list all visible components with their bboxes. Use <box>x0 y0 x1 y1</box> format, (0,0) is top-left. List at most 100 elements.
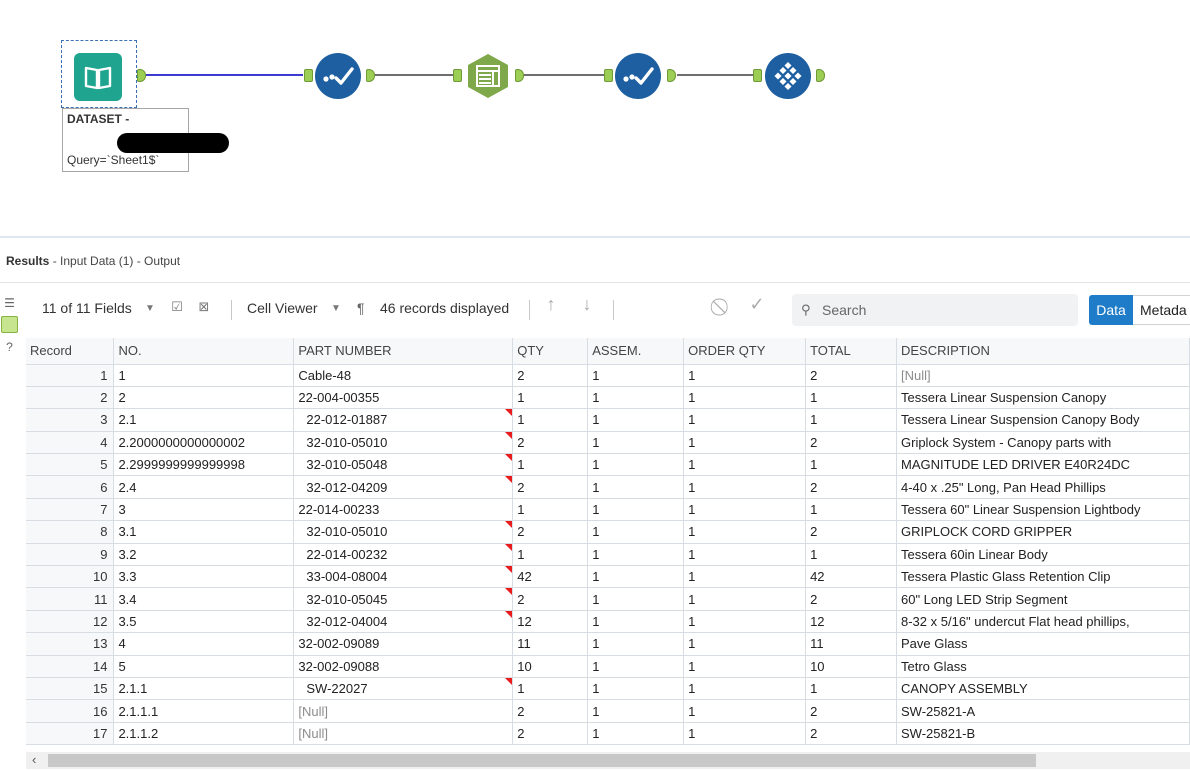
cell-no[interactable]: 2 <box>114 386 294 408</box>
cell-part-number[interactable]: SW-22027 <box>294 677 513 699</box>
input-data-tool[interactable] <box>74 53 122 101</box>
search-input[interactable] <box>822 301 1062 319</box>
cell-qty[interactable]: 2 <box>513 476 588 498</box>
cell-qty[interactable]: 2 <box>513 364 588 386</box>
cell-assem[interactable]: 1 <box>588 364 684 386</box>
cell-order-qty[interactable]: 1 <box>684 700 806 722</box>
cell-assem[interactable]: 1 <box>588 476 684 498</box>
cell-no[interactable]: 3.5 <box>114 610 294 632</box>
cell-part-number[interactable]: 22-014-00232 <box>294 543 513 565</box>
data-cleansing-tool-2[interactable] <box>615 53 661 99</box>
cell-assem[interactable]: 1 <box>588 498 684 520</box>
cell-no[interactable]: 3 <box>114 498 294 520</box>
cell-order-qty[interactable]: 1 <box>684 677 806 699</box>
connection-2[interactable] <box>375 74 455 76</box>
cell-order-qty[interactable]: 1 <box>684 364 806 386</box>
table-row[interactable]: 13432-002-09089111111Pave Glass <box>26 633 1190 655</box>
cell-description[interactable]: Tetro Glass <box>897 655 1190 677</box>
col-header-description[interactable]: DESCRIPTION <box>897 338 1190 364</box>
cell-assem[interactable]: 1 <box>588 543 684 565</box>
cell-record[interactable]: 4 <box>26 431 114 453</box>
cell-no[interactable]: 3.4 <box>114 588 294 610</box>
cell-description[interactable]: Griplock System - Canopy parts with <box>897 431 1190 453</box>
chevron-down-icon[interactable]: ▼ <box>142 300 158 316</box>
table-row[interactable]: 123.532-012-040041211128-32 x 5/16" unde… <box>26 610 1190 632</box>
search-box[interactable]: ⚲ <box>792 294 1078 326</box>
cell-no[interactable]: 1 <box>114 364 294 386</box>
cell-total[interactable]: 2 <box>806 722 897 744</box>
cell-qty[interactable]: 42 <box>513 566 588 588</box>
cell-description[interactable]: MAGNITUDE LED DRIVER E40R24DC <box>897 454 1190 476</box>
cell-record[interactable]: 6 <box>26 476 114 498</box>
cell-record[interactable]: 14 <box>26 655 114 677</box>
cell-record[interactable]: 3 <box>26 409 114 431</box>
cell-description[interactable]: [Null] <box>897 364 1190 386</box>
col-header-qty[interactable]: QTY <box>513 338 588 364</box>
cell-qty[interactable]: 1 <box>513 498 588 520</box>
cell-record[interactable]: 11 <box>26 588 114 610</box>
cell-no[interactable]: 3.2 <box>114 543 294 565</box>
cell-description[interactable]: 4-40 x .25" Long, Pan Head Phillips <box>897 476 1190 498</box>
cell-order-qty[interactable]: 1 <box>684 498 806 520</box>
select-output-anchor[interactable] <box>515 69 524 82</box>
connection-1[interactable] <box>146 74 303 76</box>
cell-assem[interactable]: 1 <box>588 566 684 588</box>
input-output-anchor[interactable] <box>137 69 146 82</box>
help-icon[interactable]: ? <box>1 338 18 355</box>
cancel-icon[interactable]: ⃠ <box>715 299 731 315</box>
table-row[interactable]: 62.432-012-0420921124-40 x .25" Long, Pa… <box>26 476 1190 498</box>
horizontal-scrollbar[interactable]: ‹ <box>26 752 1190 769</box>
cell-record[interactable]: 10 <box>26 566 114 588</box>
select-input-anchor[interactable] <box>453 69 462 82</box>
chevron-down-icon[interactable]: ▼ <box>328 300 344 316</box>
cell-part-number[interactable]: 32-012-04209 <box>294 476 513 498</box>
col-header-total[interactable]: TOTAL <box>806 338 897 364</box>
cell-order-qty[interactable]: 1 <box>684 610 806 632</box>
select-tool[interactable] <box>465 53 511 99</box>
connection-3[interactable] <box>524 74 604 76</box>
cell-assem[interactable]: 1 <box>588 409 684 431</box>
table-row[interactable]: 103.333-004-08004421142Tessera Plastic G… <box>26 566 1190 588</box>
cell-assem[interactable]: 1 <box>588 722 684 744</box>
cell-qty[interactable]: 2 <box>513 700 588 722</box>
table-row[interactable]: 162.1.1.1[Null]2112SW-25821-A <box>26 700 1190 722</box>
table-row[interactable]: 2222-004-003551111Tessera Linear Suspens… <box>26 386 1190 408</box>
cell-order-qty[interactable]: 1 <box>684 476 806 498</box>
cell-qty[interactable]: 10 <box>513 655 588 677</box>
cell-total[interactable]: 2 <box>806 476 897 498</box>
cell-record[interactable]: 17 <box>26 722 114 744</box>
cell-order-qty[interactable]: 1 <box>684 722 806 744</box>
fields-dropdown[interactable]: 11 of 11 Fields <box>42 300 132 316</box>
cell-order-qty[interactable]: 1 <box>684 386 806 408</box>
cell-no[interactable]: 2.2000000000000002 <box>114 431 294 453</box>
metadata-tab-button[interactable]: Metada <box>1133 295 1190 325</box>
cell-total[interactable]: 11 <box>806 633 897 655</box>
output-input-anchor[interactable] <box>753 69 762 82</box>
col-header-assem[interactable]: ASSEM. <box>588 338 684 364</box>
cell-part-number[interactable]: 32-010-05048 <box>294 454 513 476</box>
cell-description[interactable]: Pave Glass <box>897 633 1190 655</box>
cell-qty[interactable]: 1 <box>513 543 588 565</box>
cell-no[interactable]: 4 <box>114 633 294 655</box>
cell-total[interactable]: 2 <box>806 431 897 453</box>
results-grid[interactable]: Record NO. PART NUMBER QTY ASSEM. ORDER … <box>26 338 1190 750</box>
col-header-order-qty[interactable]: ORDER QTY <box>684 338 806 364</box>
data-cleansing-tool-1[interactable] <box>315 53 361 99</box>
cell-part-number[interactable]: 32-002-09089 <box>294 633 513 655</box>
cell-assem[interactable]: 1 <box>588 655 684 677</box>
cell-description[interactable]: Tessera Plastic Glass Retention Clip <box>897 566 1190 588</box>
cell-part-number[interactable]: 32-010-05010 <box>294 521 513 543</box>
workflow-canvas[interactable]: DATASET - Query=`Sheet1$` <box>0 0 1190 236</box>
cell-order-qty[interactable]: 1 <box>684 431 806 453</box>
cleanse1-output-anchor[interactable] <box>366 69 375 82</box>
cell-order-qty[interactable]: 1 <box>684 521 806 543</box>
cell-record[interactable]: 16 <box>26 700 114 722</box>
table-row[interactable]: 152.1.1SW-220271111CANOPY ASSEMBLY <box>26 677 1190 699</box>
cell-record[interactable]: 5 <box>26 454 114 476</box>
cell-record[interactable]: 2 <box>26 386 114 408</box>
cell-total[interactable]: 1 <box>806 498 897 520</box>
cell-order-qty[interactable]: 1 <box>684 409 806 431</box>
cell-qty[interactable]: 1 <box>513 454 588 476</box>
cell-no[interactable]: 2.1.1.1 <box>114 700 294 722</box>
cell-order-qty[interactable]: 1 <box>684 454 806 476</box>
